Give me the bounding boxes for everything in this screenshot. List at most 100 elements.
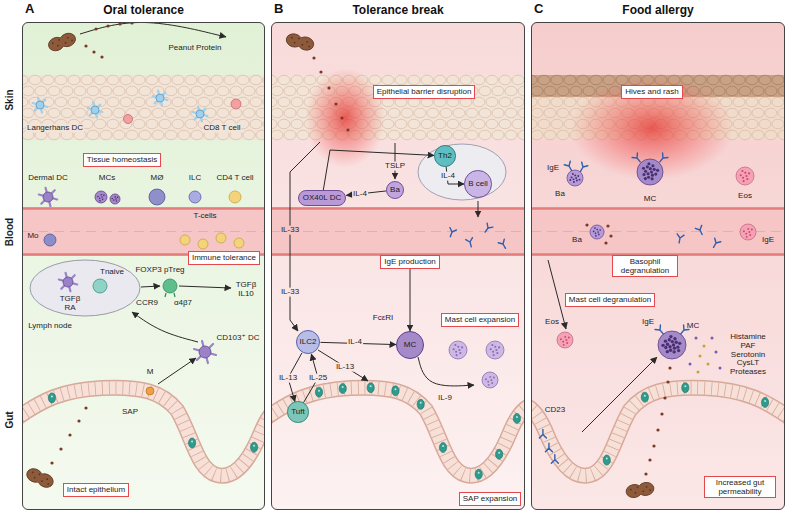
keratinocyte [746, 97, 758, 107]
node-text: Mast cell expansion [445, 315, 515, 324]
keratinocyte [772, 97, 784, 107]
peanut-waist [34, 472, 45, 484]
keratinocyte [551, 97, 563, 107]
keratinocyte [126, 130, 138, 140]
peanut-texture [646, 486, 648, 488]
keratinocyte [29, 75, 41, 85]
stacked-label: Histamine PAF Serotonin CysLT Proteases [730, 333, 766, 377]
peanut-texture [291, 37, 293, 39]
granule [742, 177, 744, 179]
granule [676, 345, 679, 348]
keratinocyte [733, 119, 745, 129]
cell-figure [229, 191, 241, 203]
keratinocyte [271, 130, 283, 140]
granule [575, 177, 577, 179]
keratinocyte [518, 86, 525, 96]
granule [669, 349, 672, 352]
dendritic-cell-node: OX40L DC [298, 190, 346, 205]
protein-dot [652, 444, 655, 447]
cell-figure [216, 233, 226, 243]
peanut-texture [58, 39, 60, 41]
mediator-granule [699, 355, 702, 358]
homing-receptor [165, 293, 175, 297]
cell-node: ILC2 [296, 330, 321, 355]
signal-arrow [418, 357, 474, 386]
keratinocyte [408, 119, 420, 129]
cell-figure [189, 191, 201, 203]
granule [492, 351, 494, 353]
cell-label: MC [687, 322, 699, 331]
granule [668, 338, 671, 341]
keratinocyte [765, 86, 777, 96]
cell-label: Ba [571, 236, 583, 245]
mucus-granule [764, 400, 766, 402]
granule [675, 341, 678, 344]
granule [677, 349, 680, 352]
keratinocyte [133, 97, 145, 107]
granule [745, 175, 747, 177]
epithelium-outline [22, 388, 265, 476]
keratinocyte [778, 130, 785, 140]
cell-body [36, 101, 44, 109]
mediator-granule [689, 363, 692, 366]
cell-body [95, 191, 107, 203]
cell-figure [93, 279, 107, 293]
keratinocyte [55, 75, 67, 85]
granule [666, 350, 669, 353]
cell-body [216, 233, 226, 243]
granule [490, 348, 492, 350]
cell-body [63, 277, 73, 287]
keratinocyte [473, 75, 485, 85]
cell-figure [567, 170, 583, 186]
peanut [25, 466, 56, 490]
keratinocyte [479, 86, 491, 96]
keratinocyte [499, 97, 511, 107]
node-text: OX40L DC [303, 193, 341, 202]
cell-body [736, 167, 754, 185]
granule [666, 343, 669, 346]
granule [656, 169, 659, 172]
keratinocyte [217, 108, 229, 118]
granule [458, 349, 460, 351]
keratinocyte [172, 75, 184, 85]
protein-dot [346, 128, 349, 131]
granule [644, 170, 647, 173]
granule [489, 376, 491, 378]
keratinocyte [544, 130, 556, 140]
granule [487, 381, 489, 383]
cell-body [637, 159, 663, 185]
granule [116, 200, 118, 202]
keratinocyte [159, 75, 171, 85]
keratinocyte [492, 130, 504, 140]
keratinocyte [505, 86, 517, 96]
granule [456, 354, 458, 356]
keratinocyte [113, 86, 125, 96]
peanut-waist [635, 485, 644, 495]
granule [455, 351, 457, 353]
peanut-texture [636, 486, 638, 488]
granule [746, 178, 748, 180]
caption-box: SAP expansion [459, 492, 522, 505]
mucus-granule [191, 440, 193, 442]
keratinocyte [492, 86, 504, 96]
cell-body [91, 106, 99, 114]
ige-antibody [710, 238, 720, 249]
cell-body [231, 99, 241, 109]
cell-label: IgE [547, 164, 559, 173]
granule [664, 340, 667, 343]
cytokine-label: IL-4 [347, 338, 363, 347]
node-text: Mast cell degranulation [569, 295, 651, 304]
mucus-granule [342, 386, 344, 388]
goblet-cell [250, 442, 257, 452]
keratinocyte [739, 130, 751, 140]
cell-body [567, 170, 583, 186]
keratinocyte [139, 130, 151, 140]
granule [563, 344, 565, 346]
keratinocyte [460, 97, 472, 107]
ige-antibody [564, 161, 574, 172]
granule [664, 346, 667, 349]
panel-art [271, 22, 525, 510]
cell-body [189, 191, 201, 203]
goblet-cell [496, 449, 503, 459]
caption-box: Epithelial barrier disruption [373, 85, 476, 98]
